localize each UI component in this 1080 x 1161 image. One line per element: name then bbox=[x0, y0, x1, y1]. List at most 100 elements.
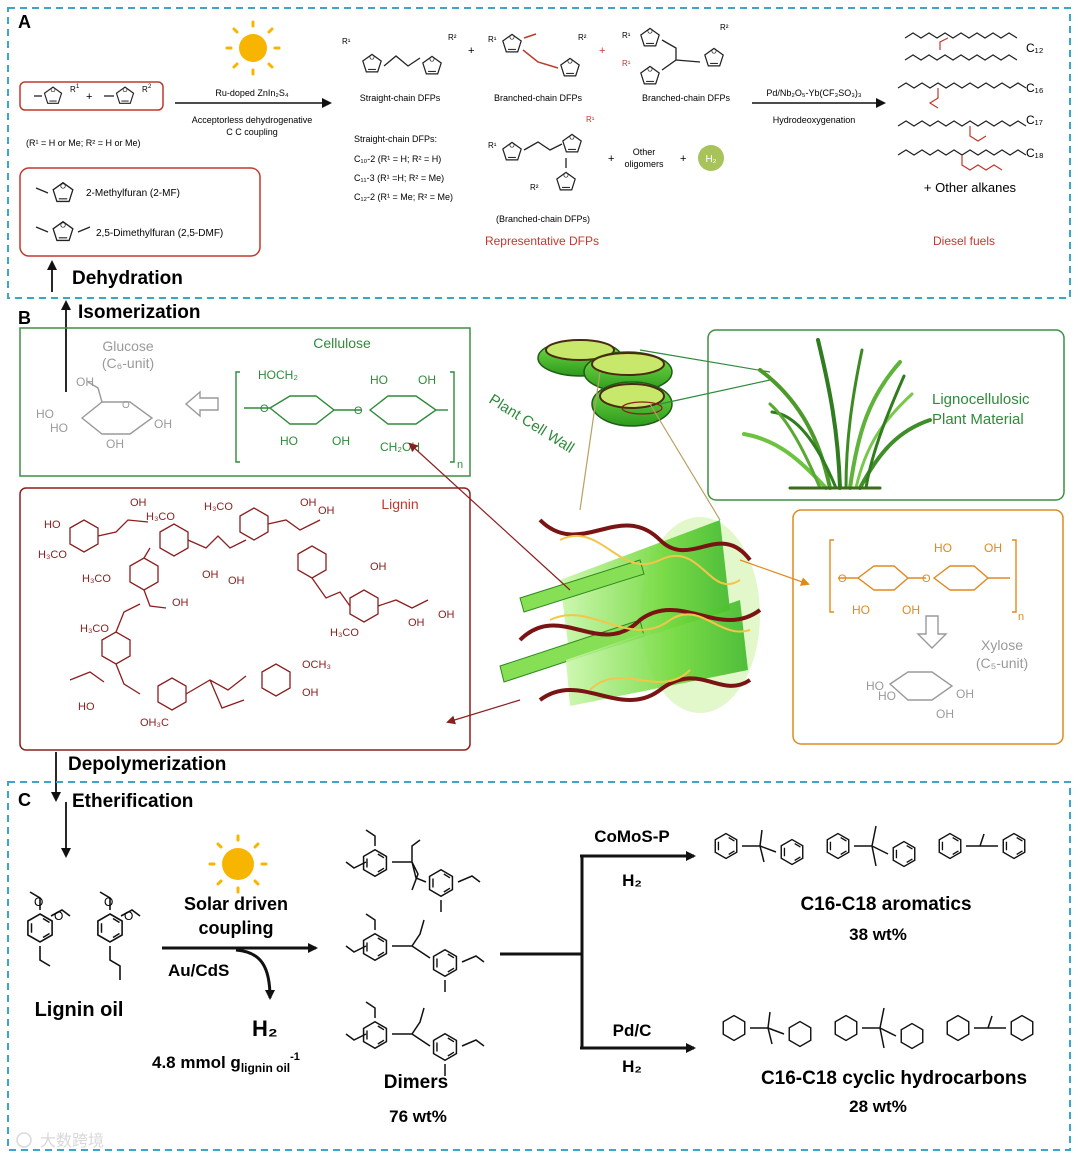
svg-text:OH: OH bbox=[76, 375, 94, 389]
catalyst-pd-label: Pd/Nb₂O₅-Yb(CF₃SO₃)₃ bbox=[766, 88, 861, 98]
svg-text:OH: OH bbox=[936, 707, 954, 721]
alkane-label: C₁₂ bbox=[1026, 41, 1044, 55]
svg-text:R¹: R¹ bbox=[488, 35, 497, 44]
xylose-unit-label: (C₅-unit) bbox=[976, 655, 1028, 671]
straight-list-title: Straight-chain DFPs: bbox=[354, 134, 437, 144]
cellulose-label: Cellulose bbox=[313, 335, 371, 351]
mf-label: 2-Methylfuran (2-MF) bbox=[86, 188, 180, 199]
to-lignin-arrow bbox=[446, 699, 521, 725]
lignin-box bbox=[19, 487, 471, 751]
svg-text:+: + bbox=[86, 91, 92, 103]
reaction-label: Acceptorless dehydrogenative bbox=[192, 115, 313, 125]
lignin-structure bbox=[69, 507, 429, 711]
svg-text:O: O bbox=[838, 573, 847, 585]
straight-chain-label: Straight-chain DFPs bbox=[360, 93, 441, 103]
straight-chain-dfp-structure: R¹ R² bbox=[342, 33, 457, 75]
branched-bottom-label: (Branched-chain DFPs) bbox=[496, 214, 590, 224]
svg-text:OH: OH bbox=[302, 687, 319, 699]
svg-text:OH: OH bbox=[318, 505, 335, 517]
h2-release-arrow bbox=[235, 948, 275, 1000]
hollow-arrow bbox=[184, 390, 219, 418]
depolymerization-label: Depolymerization bbox=[68, 754, 226, 775]
svg-text:HO: HO bbox=[866, 679, 884, 693]
svg-text:R¹: R¹ bbox=[488, 141, 497, 150]
svg-text:1: 1 bbox=[76, 84, 80, 90]
svg-text:+: + bbox=[680, 153, 686, 165]
lignin-oil-monomers bbox=[27, 891, 141, 980]
cellulose-structure bbox=[235, 371, 455, 463]
svg-text:R¹: R¹ bbox=[622, 31, 631, 40]
cyclic-yield: 28 wt% bbox=[849, 1097, 907, 1116]
svg-text:n: n bbox=[457, 459, 463, 471]
other-oligomers-label: Other bbox=[633, 147, 656, 157]
glucose-unit-label: (C₆-unit) bbox=[102, 355, 154, 371]
branched-chain-label: Branched-chain DFPs bbox=[642, 93, 731, 103]
catalyst-comos-label: CoMoS-P bbox=[594, 827, 670, 846]
furan-icon bbox=[43, 86, 63, 104]
branched-chain-dfp-structure: R¹ R² bbox=[488, 33, 587, 77]
svg-text:OH: OH bbox=[130, 497, 147, 509]
svg-text:R²: R² bbox=[720, 23, 729, 32]
cyclic-hydrocarbons-label: C16-C18 cyclic hydrocarbons bbox=[761, 1068, 1027, 1089]
furan-icon bbox=[52, 180, 74, 203]
svg-text:H₃CO: H₃CO bbox=[82, 573, 111, 585]
to-cellulose-arrow bbox=[408, 442, 571, 591]
svg-text:HO: HO bbox=[280, 434, 298, 448]
svg-text:R¹: R¹ bbox=[342, 37, 351, 46]
svg-text:H₃CO: H₃CO bbox=[330, 627, 359, 639]
svg-text:R²: R² bbox=[578, 33, 587, 42]
plant-material-label: Plant Material bbox=[932, 411, 1024, 428]
aromatics-yield: 38 wt% bbox=[849, 925, 907, 944]
other-alkanes-label: + Other alkanes bbox=[924, 180, 1017, 195]
svg-text:H₃CO: H₃CO bbox=[204, 501, 233, 513]
watermark: 大数跨境 bbox=[40, 1131, 104, 1150]
svg-text:OH: OH bbox=[202, 569, 219, 581]
isomerization-label: Isomerization bbox=[78, 302, 200, 323]
svg-text:R¹: R¹ bbox=[586, 115, 595, 124]
svg-text:R²: R² bbox=[448, 33, 457, 42]
svg-text:HO: HO bbox=[878, 689, 896, 703]
svg-text:HO: HO bbox=[78, 701, 95, 713]
branched-chain-dfp-structure: R¹ R¹ R² bbox=[622, 23, 729, 85]
etherification-label: Etherification bbox=[72, 791, 193, 812]
lignin-oil-label: Lignin oil bbox=[35, 999, 124, 1021]
svg-text:O: O bbox=[54, 909, 63, 923]
aromatics-label: C16-C18 aromatics bbox=[800, 894, 971, 915]
sun-icon bbox=[208, 834, 268, 894]
svg-text:OH: OH bbox=[332, 434, 350, 448]
furan-icon bbox=[115, 86, 135, 104]
svg-text:OH: OH bbox=[370, 561, 387, 573]
svg-text:H₃CO: H₃CO bbox=[146, 511, 175, 523]
svg-text:HO: HO bbox=[370, 373, 388, 387]
svg-text:OH: OH bbox=[154, 417, 172, 431]
dimer-structures bbox=[345, 829, 485, 1076]
straight-list-item: C₁₂-2 (R¹ = Me; R² = Me) bbox=[354, 192, 453, 202]
cellulose-fibril-illustration bbox=[499, 517, 762, 713]
alkane-label: C₁₇ bbox=[1026, 113, 1043, 127]
panel-a-border bbox=[7, 7, 1071, 299]
hollow-arrow bbox=[916, 615, 948, 649]
svg-text:n: n bbox=[1018, 611, 1024, 623]
reactant-note: (R¹ = H or Me; R² = H or Me) bbox=[26, 138, 141, 148]
alkane-structures bbox=[897, 32, 1027, 171]
diesel-fuels-label: Diesel fuels bbox=[933, 234, 995, 248]
h2-top-label: H₂ bbox=[622, 871, 642, 890]
dimers-yield: 76 wt% bbox=[389, 1107, 447, 1126]
h2-yield-label: 4.8 mmol glignin oil-1 bbox=[152, 1051, 300, 1075]
panel-c-letter: C bbox=[18, 790, 31, 810]
svg-text:OH: OH bbox=[902, 603, 920, 617]
furan-icon bbox=[52, 219, 74, 242]
svg-text:OCH₃: OCH₃ bbox=[302, 659, 331, 671]
sun-icon bbox=[225, 20, 281, 76]
svg-text:OH: OH bbox=[984, 541, 1002, 555]
h2-product-label: H₂ bbox=[252, 1016, 278, 1041]
svg-text:R: R bbox=[142, 85, 148, 94]
aromatic-product-structures bbox=[714, 825, 1026, 868]
reaction-label: C C coupling bbox=[226, 127, 278, 137]
hydrogen-bubble bbox=[698, 145, 724, 171]
svg-text:OH: OH bbox=[172, 597, 189, 609]
hydrodeoxygenation-label: Hydrodeoxygenation bbox=[773, 115, 856, 125]
alkane-label: C₁₆ bbox=[1026, 81, 1044, 95]
dehydration-label: Dehydration bbox=[72, 268, 183, 289]
